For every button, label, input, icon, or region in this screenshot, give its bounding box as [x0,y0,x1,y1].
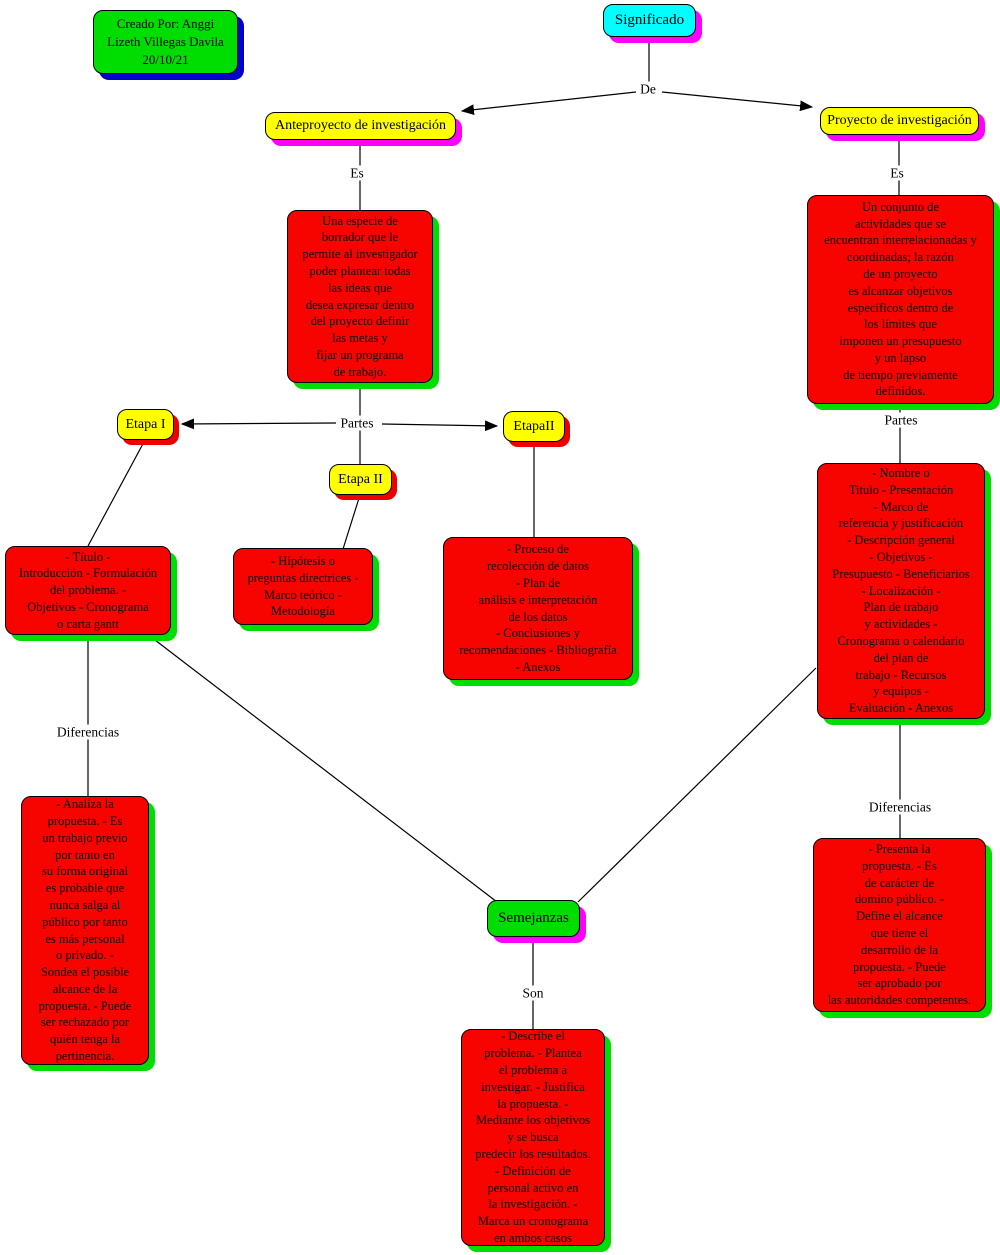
node-etapa-ii-right[interactable]: EtapaII [503,411,565,442]
node-presenta-diferencias[interactable]: - Presenta la propuesta. - Es de carácte… [813,838,986,1012]
link-label-partes-right[interactable]: Partes [881,412,921,428]
node-semejanzas[interactable]: Semejanzas [487,900,580,937]
node-nombre-partes[interactable]: - Nombre o Titulo - Presentación - Marco… [817,463,985,719]
node-titulo-partes[interactable]: - Título - Introducción - Formulación de… [5,546,171,635]
node-etapa-i[interactable]: Etapa I [117,409,174,440]
node-analiza-diferencias[interactable]: - Analiza la propuesta. - Es un trabajo … [21,796,149,1065]
node-etapa-ii-center[interactable]: Etapa II [329,464,392,495]
link-label-diferencias-right[interactable]: Diferencias [865,799,935,815]
node-proyecto[interactable]: Proyecto de investigación [820,107,979,135]
node-hipotesis-partes[interactable]: - Hipótesis o preguntas directrices - Ma… [233,548,373,625]
link-label-es-left[interactable]: Es [347,165,367,181]
link-label-es-right[interactable]: Es [887,165,907,181]
node-proyecto-definicion[interactable]: Un conjunto de actividades que se encuen… [807,195,994,404]
node-anteproyecto[interactable]: Anteproyecto de investigación [265,112,456,140]
node-significado[interactable]: Significado [603,4,696,37]
link-label-partes-left[interactable]: Partes [337,415,377,431]
link-label-son[interactable]: Son [519,985,547,1001]
node-describe-semejanzas[interactable]: - Describe el problema. - Plantea el pro… [461,1029,605,1246]
node-anteproyecto-definicion[interactable]: Una especie de borrador que le permite a… [287,210,433,383]
link-label-diferencias-left[interactable]: Diferencias [53,724,123,740]
node-creado-por[interactable]: Creado Por: Anggi Lizeth Villegas Davila… [93,10,238,74]
node-proceso-partes[interactable]: - Proceso de recolección de datos - Plan… [443,537,633,680]
link-label-de[interactable]: De [637,81,659,97]
